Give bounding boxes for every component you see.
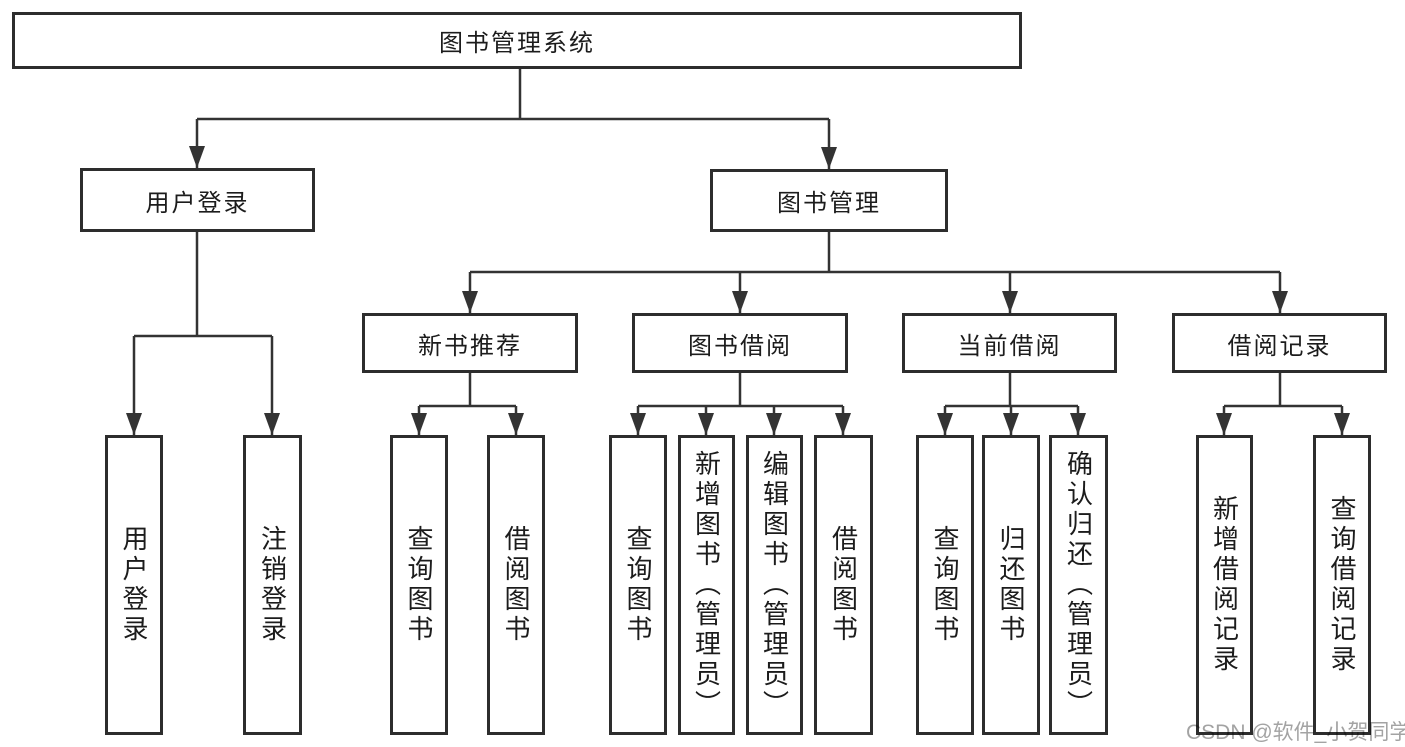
node-current-borrow: 当前借阅 — [902, 313, 1117, 373]
arrow-head-icon — [821, 147, 837, 169]
leaf-confirm-return-admin: 确认归还（管理员） — [1049, 435, 1108, 735]
node-borrow-records: 借阅记录 — [1172, 313, 1387, 373]
arrow-head-icon — [732, 291, 748, 313]
leaf-edit-books-admin: 编辑图书（管理员） — [746, 435, 803, 735]
arrow-head-icon — [1003, 413, 1019, 435]
arrow-head-icon — [126, 413, 142, 435]
arrow-head-icon — [1272, 291, 1288, 313]
node-label: 新书推荐 — [418, 332, 522, 360]
leaf-borrow-books: 借阅图书 — [814, 435, 873, 735]
arrow-head-icon — [1334, 413, 1350, 435]
node-label: 归还图书 — [996, 525, 1026, 645]
arrow-head-icon — [698, 413, 714, 435]
node-library-system: 图书管理系统 — [12, 12, 1022, 69]
node-label: 查询图书 — [623, 525, 653, 645]
arrow-head-icon — [1070, 413, 1086, 435]
node-label: 用户登录 — [145, 189, 250, 217]
arrow-heads — [126, 146, 1350, 435]
node-new-book-recommend: 新书推荐 — [362, 313, 578, 373]
node-label: 图书借阅 — [688, 332, 792, 360]
node-label: 用户登录 — [119, 525, 149, 645]
root-connector — [195, 68, 831, 169]
leaf-query-borrow-record: 查询借阅记录 — [1313, 435, 1371, 735]
arrow-head-icon — [937, 413, 953, 435]
user-login-connector — [132, 232, 274, 435]
leaf-query-books-borrow: 查询图书 — [609, 435, 667, 735]
node-label: 查询图书 — [930, 525, 960, 645]
node-label: 编辑图书（管理员） — [759, 450, 790, 720]
arrow-head-icon — [264, 413, 280, 435]
book-management-connector — [468, 232, 1282, 313]
book-borrow-connector — [636, 373, 845, 435]
new-book-connector — [417, 373, 518, 435]
node-label: 当前借阅 — [957, 332, 1062, 360]
node-label: 注销登录 — [257, 525, 288, 645]
node-label: 借阅图书 — [828, 525, 859, 645]
node-book-management: 图书管理 — [710, 169, 948, 232]
arrow-head-icon — [835, 413, 851, 435]
leaf-query-books-current: 查询图书 — [916, 435, 974, 735]
node-label: 图书管理系统 — [439, 30, 595, 57]
node-label: 新增图书（管理员） — [691, 450, 722, 720]
borrow-record-connector — [1222, 373, 1344, 435]
node-label: 确认归还（管理员） — [1063, 450, 1094, 720]
leaf-logout: 注销登录 — [243, 435, 302, 735]
arrow-head-icon — [189, 146, 205, 168]
arrow-head-icon — [766, 413, 782, 435]
node-label: 借阅记录 — [1227, 332, 1332, 360]
leaf-add-borrow-record: 新增借阅记录 — [1196, 435, 1253, 735]
node-label: 查询图书 — [404, 525, 434, 645]
arrow-head-icon — [462, 291, 478, 313]
node-label: 查询借阅记录 — [1327, 495, 1357, 675]
node-label: 借阅图书 — [501, 525, 531, 645]
arrow-head-icon — [411, 413, 427, 435]
leaf-add-books-admin: 新增图书（管理员） — [678, 435, 735, 735]
node-book-borrow: 图书借阅 — [632, 313, 848, 373]
leaf-return-books: 归还图书 — [982, 435, 1040, 735]
arrow-head-icon — [1216, 413, 1232, 435]
leaf-user-login: 用户登录 — [105, 435, 163, 735]
arrow-head-icon — [1002, 291, 1018, 313]
csdn-watermark: CSDN @软件_小贺同学 — [1186, 721, 1405, 744]
node-user-login: 用户登录 — [80, 168, 315, 232]
leaf-query-books-recommend: 查询图书 — [390, 435, 448, 735]
leaf-borrow-books-recommend: 借阅图书 — [487, 435, 545, 735]
node-label: 图书管理 — [777, 190, 881, 217]
arrow-head-icon — [630, 413, 646, 435]
node-label: 新增借阅记录 — [1209, 495, 1240, 675]
arrow-head-icon — [508, 413, 524, 435]
